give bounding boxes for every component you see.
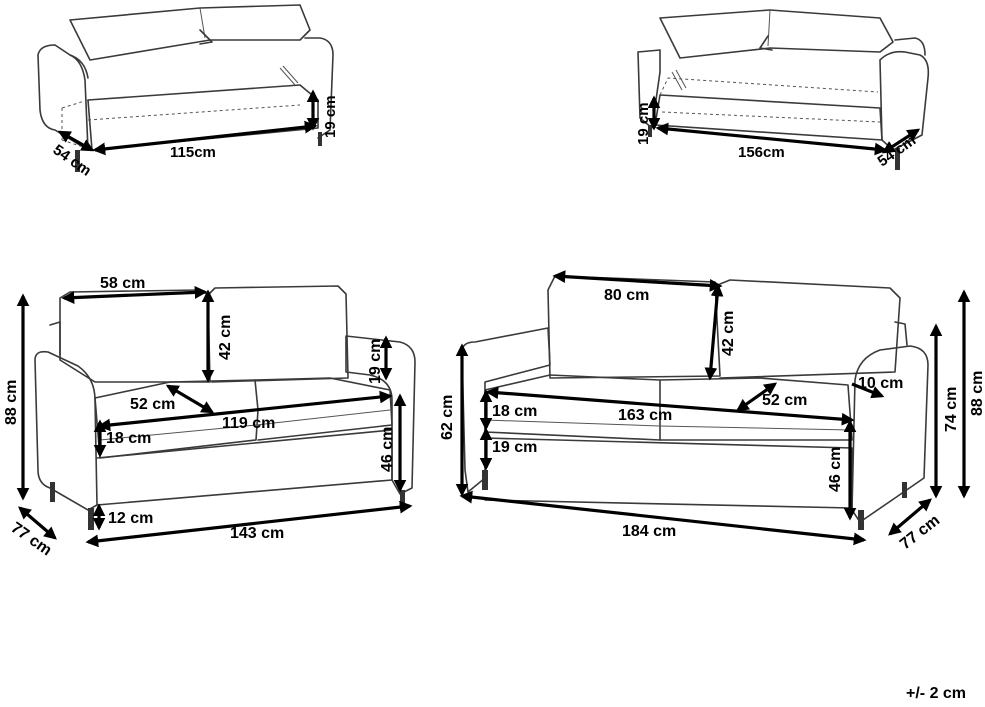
large-total-depth-label: 77 cm — [897, 512, 943, 553]
top-right-height-label: 19 cm — [635, 102, 652, 145]
large-total-height-label: 88 cm — [969, 371, 985, 416]
small-seat-width-arrow — [97, 390, 393, 432]
large-arm-height-label: 62 cm — [439, 395, 456, 440]
top-right-width-label: 156cm — [738, 144, 785, 161]
small-seat-height-label: 46 cm — [379, 427, 396, 472]
large-arm-top-height-label: 74 cm — [943, 387, 960, 432]
small-cushion-height-label: 18 cm — [106, 430, 151, 447]
small-seat-depth-label: 52 cm — [130, 396, 175, 413]
large-seat-width-arrow — [485, 386, 855, 426]
large-arm-width-label: 10 cm — [858, 375, 903, 392]
large-base-height-label: 19 cm — [492, 439, 537, 456]
large-cushion-height-label: 18 cm — [492, 403, 537, 420]
top-right-width-arrow — [655, 122, 888, 156]
top-left-depth-arrow — [57, 130, 95, 152]
large-back-width-arrow — [552, 270, 723, 292]
small-back-height-label: 42 cm — [217, 315, 234, 360]
small-total-height-label: 88 cm — [3, 380, 20, 425]
small-leg-height-label: 12 cm — [108, 510, 153, 527]
tolerance-note: +/- 2 cm — [906, 685, 966, 702]
small-back-width-arrow — [61, 286, 208, 304]
top-left-width-arrow — [92, 120, 318, 156]
top-left-width-label: 115cm — [170, 144, 216, 161]
large-seat-width-label: 163 cm — [618, 407, 672, 424]
large-total-width-arrow — [459, 490, 867, 546]
small-total-depth-arrow — [18, 506, 57, 540]
large-back-width-label: 80 cm — [604, 287, 649, 304]
large-back-height-arrow — [704, 283, 724, 381]
top-left-height-label: 19 cm — [322, 95, 339, 138]
small-back-width-label: 58 cm — [100, 275, 145, 292]
large-arm-width-arrow — [851, 382, 885, 399]
small-seat-width-label: 119 cm — [222, 415, 275, 432]
small-total-width-label: 143 cm — [230, 525, 284, 542]
large-seat-depth-label: 52 cm — [762, 392, 807, 409]
large-total-depth-arrow — [888, 498, 932, 536]
large-back-height-label: 42 cm — [720, 311, 737, 356]
top-right-depth-arrow — [881, 128, 921, 154]
large-seat-height-label: 46 cm — [827, 447, 844, 492]
small-total-width-arrow — [85, 500, 413, 548]
large-total-width-label: 184 cm — [622, 523, 676, 540]
small-total-depth-label: 77 cm — [8, 519, 55, 559]
small-arm-height-label: 19 cm — [367, 339, 384, 384]
